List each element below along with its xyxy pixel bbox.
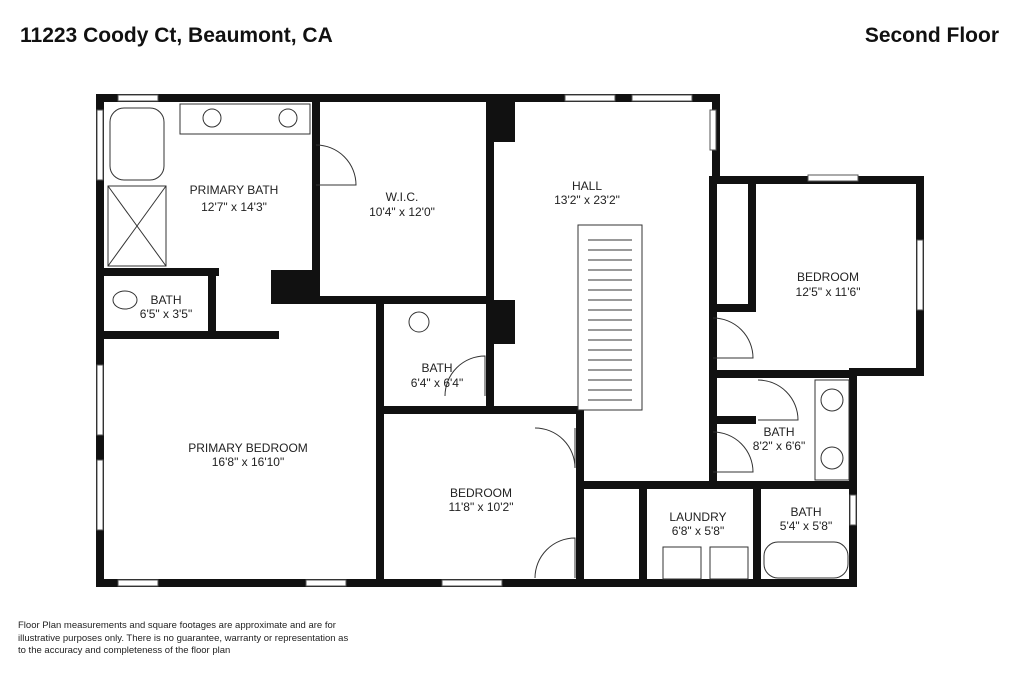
room-name: BATH	[790, 505, 821, 519]
door-swing	[315, 144, 357, 186]
door-swing	[444, 355, 486, 397]
floor-label: Second Floor	[864, 24, 999, 47]
dryer-icon	[709, 546, 749, 580]
door-swing	[712, 431, 754, 473]
room-dimensions: 6'5" x 3'5"	[140, 307, 192, 321]
room-wic: W.I.C.10'4" x 12'0"	[369, 190, 435, 219]
room-dimensions: 10'4" x 12'0"	[369, 205, 435, 219]
door-swing	[534, 427, 576, 469]
room-dimensions: 8'2" x 6'6"	[753, 439, 805, 453]
door-swing	[534, 537, 576, 579]
room-dimensions: 16'8" x 16'10"	[212, 455, 285, 469]
room-dimensions: 11'8" x 10'2"	[449, 500, 514, 514]
room-dimensions: 12'5" x 11'6"	[796, 285, 861, 299]
room-primary-bath: PRIMARY BATH 12'7" x 14'3"	[190, 183, 279, 214]
washer-icon	[662, 546, 702, 580]
walls	[96, 94, 924, 587]
toilet-icon	[112, 290, 138, 310]
shower-icon	[107, 185, 167, 267]
room-name: PRIMARY BATH	[190, 183, 279, 197]
room-dimensions: 12'7" x 14'3"	[201, 200, 267, 214]
room-name: BATH	[763, 425, 794, 439]
door-swing	[757, 379, 799, 421]
fixtures	[107, 103, 850, 580]
room-dimensions: 6'4" x 6'4"	[411, 376, 463, 390]
room-name: HALL	[572, 179, 602, 193]
bathtub-icon	[763, 541, 849, 579]
wall-columns	[271, 98, 515, 344]
disclaimer-text: Floor Plan measurements and square foota…	[18, 620, 349, 656]
room-dimensions: 5'4" x 5'8"	[780, 519, 832, 533]
door-swing	[712, 317, 754, 359]
bathtub-icon	[109, 107, 165, 181]
room-dimensions: 6'8" x 5'8"	[672, 524, 724, 538]
room-name: LAUNDRY	[669, 510, 726, 524]
windows	[96, 94, 924, 587]
room-name: BATH	[421, 361, 452, 375]
room-labels: PRIMARY BATH 12'7" x 14'3" W.I.C.10'4" x …	[140, 179, 861, 538]
room-name: BATH	[150, 293, 181, 307]
sink-icon	[408, 311, 430, 333]
room-name: BEDROOM	[450, 486, 512, 500]
room-name: BEDROOM	[797, 270, 859, 284]
room-dimensions: 13'2" x 23'2"	[554, 193, 620, 207]
vanity-icon	[179, 103, 311, 135]
room-name: W.I.C.	[386, 190, 419, 204]
room-name: PRIMARY BEDROOM	[188, 441, 308, 455]
property-address: 11223 Coody Ct, Beaumont, CA	[20, 24, 333, 47]
staircase	[577, 224, 643, 411]
